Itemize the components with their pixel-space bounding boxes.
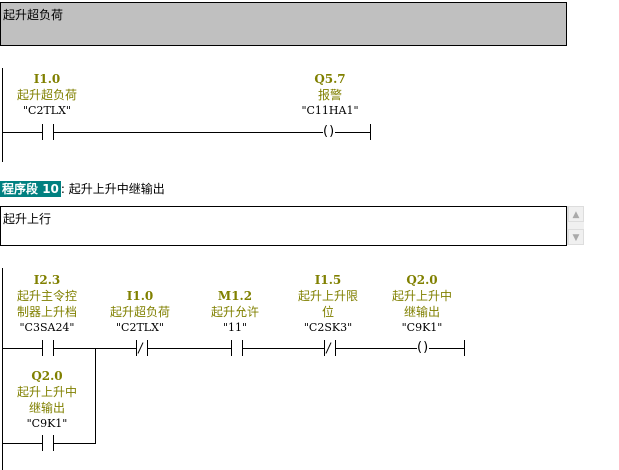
address: I1.0 [126, 289, 154, 303]
symbol-comment: 起升上升中 [16, 385, 77, 399]
symbol: "C9K1" [26, 417, 68, 430]
coil-q5-7[interactable]: () [323, 124, 336, 140]
symbol-comment: 起升上升限 [297, 289, 358, 303]
symbol-comment: 继输出 [403, 305, 440, 319]
symbol-comment: 起升超负荷 [109, 305, 170, 319]
symbol: "C9K1" [401, 321, 443, 334]
symbol-comment: 报警 [317, 88, 342, 102]
symbol-comment: 起升超负荷 [16, 88, 77, 102]
contact-label: Q2.0 起升上升中 继输出 "C9K1" [0, 368, 102, 432]
nc-contact-i1-0[interactable] [136, 340, 148, 356]
address: Q2.0 [31, 369, 63, 383]
network-title-text: : 起升上升中继输出 [60, 182, 165, 196]
power-rail [2, 68, 3, 162]
symbol-comment: 制器上升档 [16, 305, 77, 319]
coil-label: Q5.7 报警 "C11HA1" [275, 71, 385, 119]
contact-label: I1.0 起升超负荷 "C2TLX" [85, 288, 195, 336]
symbol-comment: 起升上升中 [391, 289, 452, 303]
scroll-up-icon[interactable]: ▲ [568, 206, 584, 222]
address: I1.5 [314, 273, 342, 287]
contact-label: I1.5 起升上升限 位 "C2SK3" [273, 272, 383, 336]
symbol: "C3SA24" [19, 321, 75, 334]
symbol-comment: 继输出 [28, 401, 65, 415]
branch-wire [95, 348, 96, 444]
nc-contact-i1-5[interactable] [324, 340, 336, 356]
power-rail [2, 268, 3, 470]
coil-label: Q2.0 起升上升中 继输出 "C9K1" [367, 272, 477, 336]
no-contact-m1-2[interactable] [231, 340, 243, 356]
address: Q2.0 [406, 273, 438, 287]
symbol-comment: 位 [321, 305, 334, 319]
address: I2.3 [33, 273, 61, 287]
symbol: "C2SK3" [303, 321, 353, 334]
contact-label: I1.0 起升超负荷 "C2TLX" [0, 71, 102, 119]
symbol: "C2TLX" [115, 321, 164, 334]
symbol: "C2TLX" [22, 104, 71, 117]
network-number-badge[interactable]: 程序段 10 [0, 180, 62, 198]
symbol: "C11HA1" [301, 104, 359, 117]
no-contact-i2-3[interactable] [42, 340, 54, 356]
symbol-comment: 起升允许 [210, 305, 259, 319]
symbol-comment: 起升主令控 [16, 289, 77, 303]
rung-end [464, 340, 465, 356]
network-comment[interactable]: 起升上行 [0, 206, 567, 246]
scroll-down-icon[interactable]: ▼ [568, 229, 584, 245]
contact-label: M1.2 起升允许 "11" [180, 288, 290, 336]
no-contact-q2-0[interactable] [42, 435, 54, 451]
coil-q2-0[interactable]: () [417, 340, 430, 356]
network-comment[interactable]: 起升超负荷 [0, 2, 567, 46]
rung-end [370, 124, 371, 140]
comment-scrollbar[interactable]: ▲ ▼ [567, 206, 584, 245]
address: Q5.7 [314, 72, 346, 86]
address: M1.2 [217, 289, 253, 303]
address: I1.0 [33, 72, 61, 86]
wire [2, 132, 370, 133]
contact-label: I2.3 起升主令控 制器上升档 "C3SA24" [0, 272, 102, 336]
symbol: "11" [222, 321, 248, 334]
network-title: 程序段 10: 起升上升中继输出 [0, 180, 165, 198]
no-contact-i1-0[interactable] [42, 124, 54, 140]
